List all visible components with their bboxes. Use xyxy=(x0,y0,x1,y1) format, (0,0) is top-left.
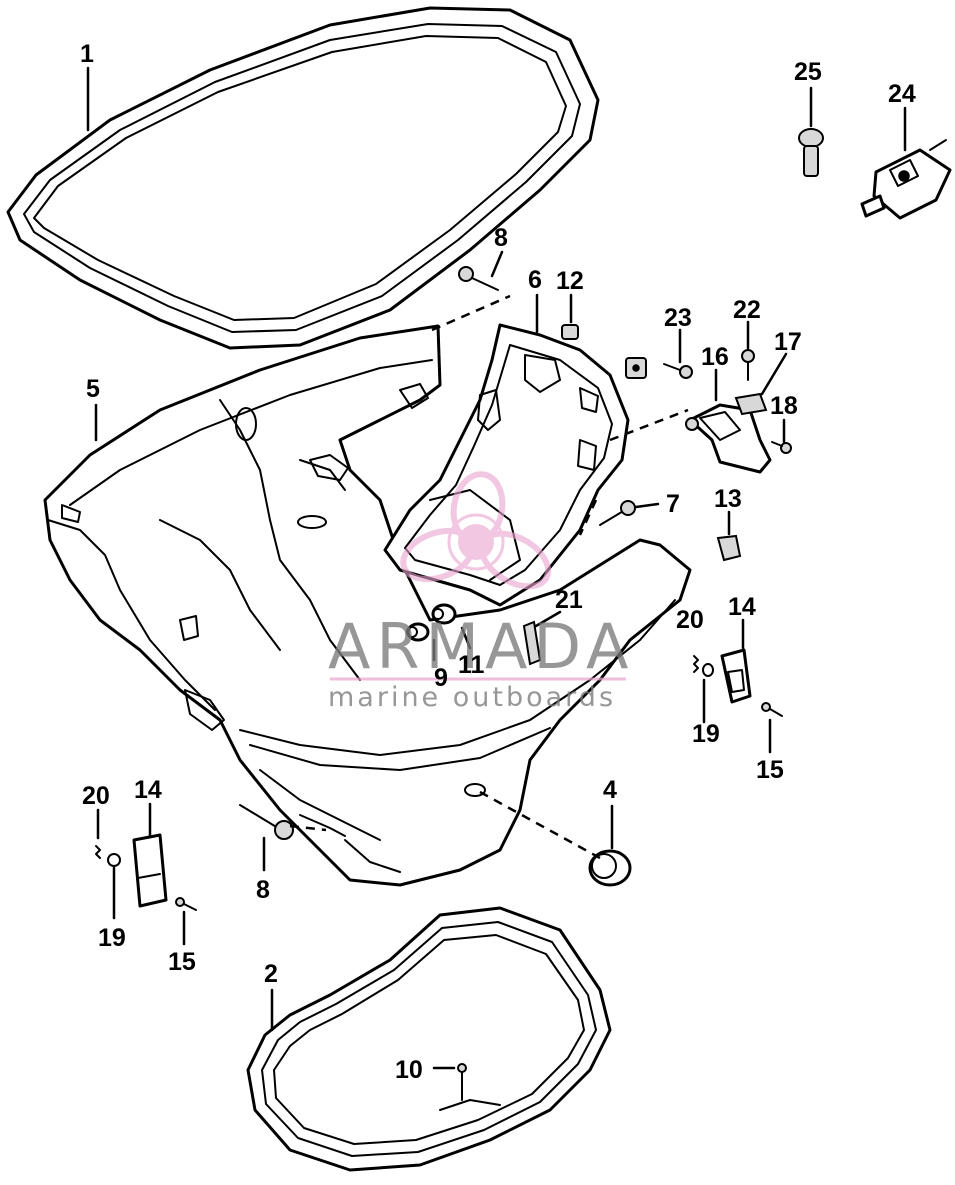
part-5-cowl-body xyxy=(43,324,692,887)
part-10-pin xyxy=(457,1063,467,1101)
part-14-latch-left xyxy=(132,833,168,908)
part-19-washer-right xyxy=(702,663,714,677)
callout-4: 4 xyxy=(603,776,617,804)
armada-propeller-logo xyxy=(400,471,552,590)
armada-watermark: ARMADA marine outboards xyxy=(328,471,634,713)
part-25-bolt xyxy=(798,128,824,177)
part-20-spring-right xyxy=(693,655,699,673)
part-22-bolt xyxy=(741,349,755,381)
callout-21: 21 xyxy=(555,586,583,614)
callout-19-left: 19 xyxy=(98,924,126,952)
part-15-screw-right xyxy=(761,702,783,717)
callout-12: 12 xyxy=(556,267,584,295)
part-23-screw xyxy=(663,363,693,379)
callout-14-left: 14 xyxy=(134,776,162,804)
callout-18: 18 xyxy=(770,392,798,420)
part-15-screw-left xyxy=(175,897,197,911)
part-17-plate xyxy=(734,392,768,416)
callout-1: 1 xyxy=(80,40,94,68)
callout-19-right: 19 xyxy=(692,720,720,748)
assembly-guide-lines xyxy=(289,294,689,860)
part-18-screw xyxy=(771,441,792,454)
callout-11: 11 xyxy=(458,651,485,679)
callout-14-right: 14 xyxy=(728,593,756,621)
clip-near-23 xyxy=(625,357,647,379)
part-21-strip xyxy=(522,620,542,666)
callout-leaders xyxy=(86,66,907,1070)
callout-24: 24 xyxy=(888,80,916,108)
part-20-spring-left xyxy=(95,845,101,859)
callout-8-top: 8 xyxy=(494,224,508,252)
callout-15-left: 15 xyxy=(168,948,196,976)
callout-17: 17 xyxy=(774,328,802,356)
callout-23: 23 xyxy=(664,304,692,332)
callout-7: 7 xyxy=(666,490,680,518)
part-19-washer-left xyxy=(107,853,121,867)
callout-13: 13 xyxy=(714,485,742,513)
callout-8-bottom: 8 xyxy=(256,876,270,904)
callout-20-right: 20 xyxy=(676,606,704,634)
part-8-screw-top xyxy=(458,266,499,291)
callout-16: 16 xyxy=(701,343,729,371)
callout-10: 10 xyxy=(395,1056,423,1084)
callout-labels: 1 2 4 5 6 7 8 8 9 10 11 12 13 14 14 15 1… xyxy=(80,40,916,1084)
callout-2: 2 xyxy=(264,960,278,988)
part-7-screw xyxy=(599,500,636,526)
part-13-clip xyxy=(716,534,742,562)
watermark-tagline: marine outboards xyxy=(328,682,616,713)
callout-5: 5 xyxy=(86,375,100,403)
part-11-grommet xyxy=(431,603,457,625)
watermark-brand: ARMADA xyxy=(328,610,634,683)
part-14-latch-right xyxy=(720,648,752,704)
part-2-bottom-seal xyxy=(246,906,612,1172)
part-24-fuel-connector xyxy=(860,139,952,220)
callout-9: 9 xyxy=(434,664,448,692)
callout-15-right: 15 xyxy=(756,756,784,784)
part-9-grommet xyxy=(406,622,430,642)
callout-22: 22 xyxy=(733,296,761,324)
part-16-bracket-assembly xyxy=(685,403,772,474)
callout-20-left: 20 xyxy=(82,782,110,810)
part-4-plug xyxy=(588,849,632,887)
part-12-nut xyxy=(561,324,579,340)
part-8-screw-bottom xyxy=(239,804,294,840)
callout-25: 25 xyxy=(794,58,822,86)
part-1-top-seal xyxy=(6,6,600,350)
callout-6: 6 xyxy=(528,266,542,294)
